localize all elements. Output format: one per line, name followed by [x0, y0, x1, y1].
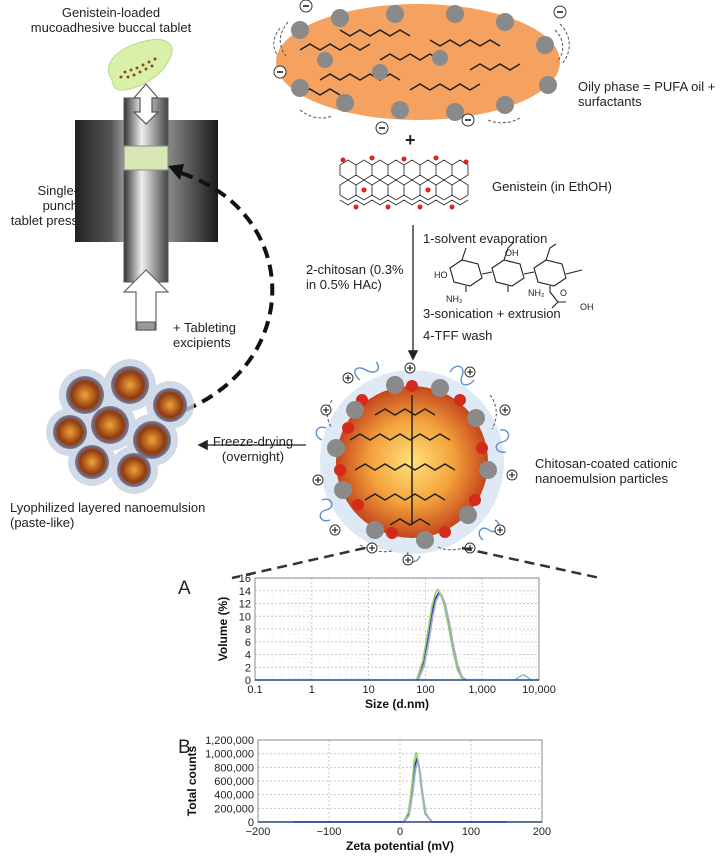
tablet-press-icon — [75, 83, 218, 331]
chart-a-series-line-2 — [417, 593, 467, 681]
nanoemulsion-particle — [312, 361, 518, 566]
chem-label-nh2-2: NH₂ — [528, 288, 545, 298]
tablet-label: Genistein-loaded mucoadhesive buccal tab… — [30, 5, 192, 35]
chart-b-ytick-label: 200,000 — [214, 803, 254, 815]
buccal-tablet-icon — [108, 38, 173, 91]
chart-a-panel-letter: A — [178, 578, 191, 599]
particles-label: Chitosan-coated cationic nanoemulsion pa… — [535, 456, 678, 486]
chart-a-ytick-label: 4 — [245, 650, 251, 662]
step4-label: 4-TFF wash — [423, 328, 493, 343]
chart-a-series-line-3 — [514, 674, 532, 681]
genistein-crystal-icon — [339, 159, 469, 206]
chart-b-xtick-label: −100 — [317, 826, 342, 838]
lyophilized-cluster — [46, 359, 194, 494]
chart-b-ytick-label: 0 — [248, 817, 254, 829]
step3-label: 3-sonication + extrusion — [423, 306, 561, 321]
chem-label-oh-1: OH — [505, 248, 519, 258]
chart-a-ytick-label: 8 — [245, 624, 251, 636]
excipients-label: + Tableting excipients — [173, 320, 237, 350]
chart-b-ytick-label: 800,000 — [214, 762, 254, 774]
press-label: Single-punch tablet press — [10, 183, 78, 228]
chart-b-ytick-label: 1,000,000 — [205, 749, 254, 761]
chart-a-ytick-label: 0 — [245, 675, 251, 687]
chem-label-ho-1: HO — [434, 270, 448, 280]
chem-label-o: O — [560, 288, 568, 298]
chart-a-ytick-label: 2 — [245, 662, 251, 674]
chart-a-yaxis-title: Volume (%) — [216, 597, 230, 661]
chart-a-ytick-label: 14 — [239, 586, 251, 598]
chart-a-xtick-label: 10,000 — [522, 684, 556, 696]
chart-a-xtick-label: 1,000 — [468, 684, 496, 696]
chitosan-step-label: 2-chitosan (0.3% in 0.5% HAc) — [306, 262, 404, 292]
chart-a-ytick-label: 10 — [239, 611, 251, 623]
chart-a-xtick-label: 0.1 — [247, 684, 262, 696]
freeze-drying-label: Freeze-drying (overnight) — [212, 434, 294, 464]
oily-phase-label: Oily phase = PUFA oil + surfactants — [578, 79, 716, 109]
chart-a-ytick-label: 16 — [239, 573, 251, 585]
plus-sign: + — [405, 130, 416, 150]
chart-a-xaxis-title: Size (d.nm) — [365, 697, 429, 711]
chart-a-xtick-label: 1 — [309, 684, 315, 696]
chart-a-xtick-label: 100 — [416, 684, 434, 696]
chart-b-xaxis-title: Zeta potential (mV) — [346, 839, 454, 853]
chart-b-xtick-label: 0 — [397, 826, 403, 838]
chart-b-xtick-label: 100 — [462, 826, 480, 838]
chart-a-ytick-label: 6 — [245, 637, 251, 649]
genistein-label: Genistein (in EthOH) — [492, 179, 612, 194]
chart-b-series-line-1 — [402, 752, 433, 823]
chart-b-panel-letter: B — [178, 737, 191, 758]
chem-label-nh2-1: NH₂ — [446, 294, 463, 304]
oily-phase-droplet — [273, 0, 570, 135]
zoom-line-left — [231, 546, 366, 580]
step1-label: 1-solvent evaporation — [423, 231, 548, 246]
zoom-line-right — [461, 546, 601, 580]
chart-b-xtick-label: −200 — [246, 826, 271, 838]
chart-b-series-line-2 — [403, 759, 434, 823]
chart-a-series-line-1 — [415, 588, 467, 681]
chart-b-xtick-label: 200 — [533, 826, 551, 838]
lyophilized-label: Lyophilized layered nanoemulsion (paste-… — [10, 500, 206, 530]
chitosan-structure — [449, 241, 583, 309]
chart-a-xtick-label: 10 — [362, 684, 374, 696]
chart-b-ytick-label: 600,000 — [214, 776, 254, 788]
chem-label-oh-2: OH — [580, 302, 594, 312]
chart-b-yaxis-title: Total counts — [185, 745, 199, 816]
transfer-dashed-arrow — [177, 170, 275, 412]
chart-b-ytick-label: 400,000 — [214, 790, 254, 802]
chart-b-ytick-label: 1,200,000 — [205, 735, 254, 747]
chart-a-ytick-label: 12 — [239, 599, 251, 611]
